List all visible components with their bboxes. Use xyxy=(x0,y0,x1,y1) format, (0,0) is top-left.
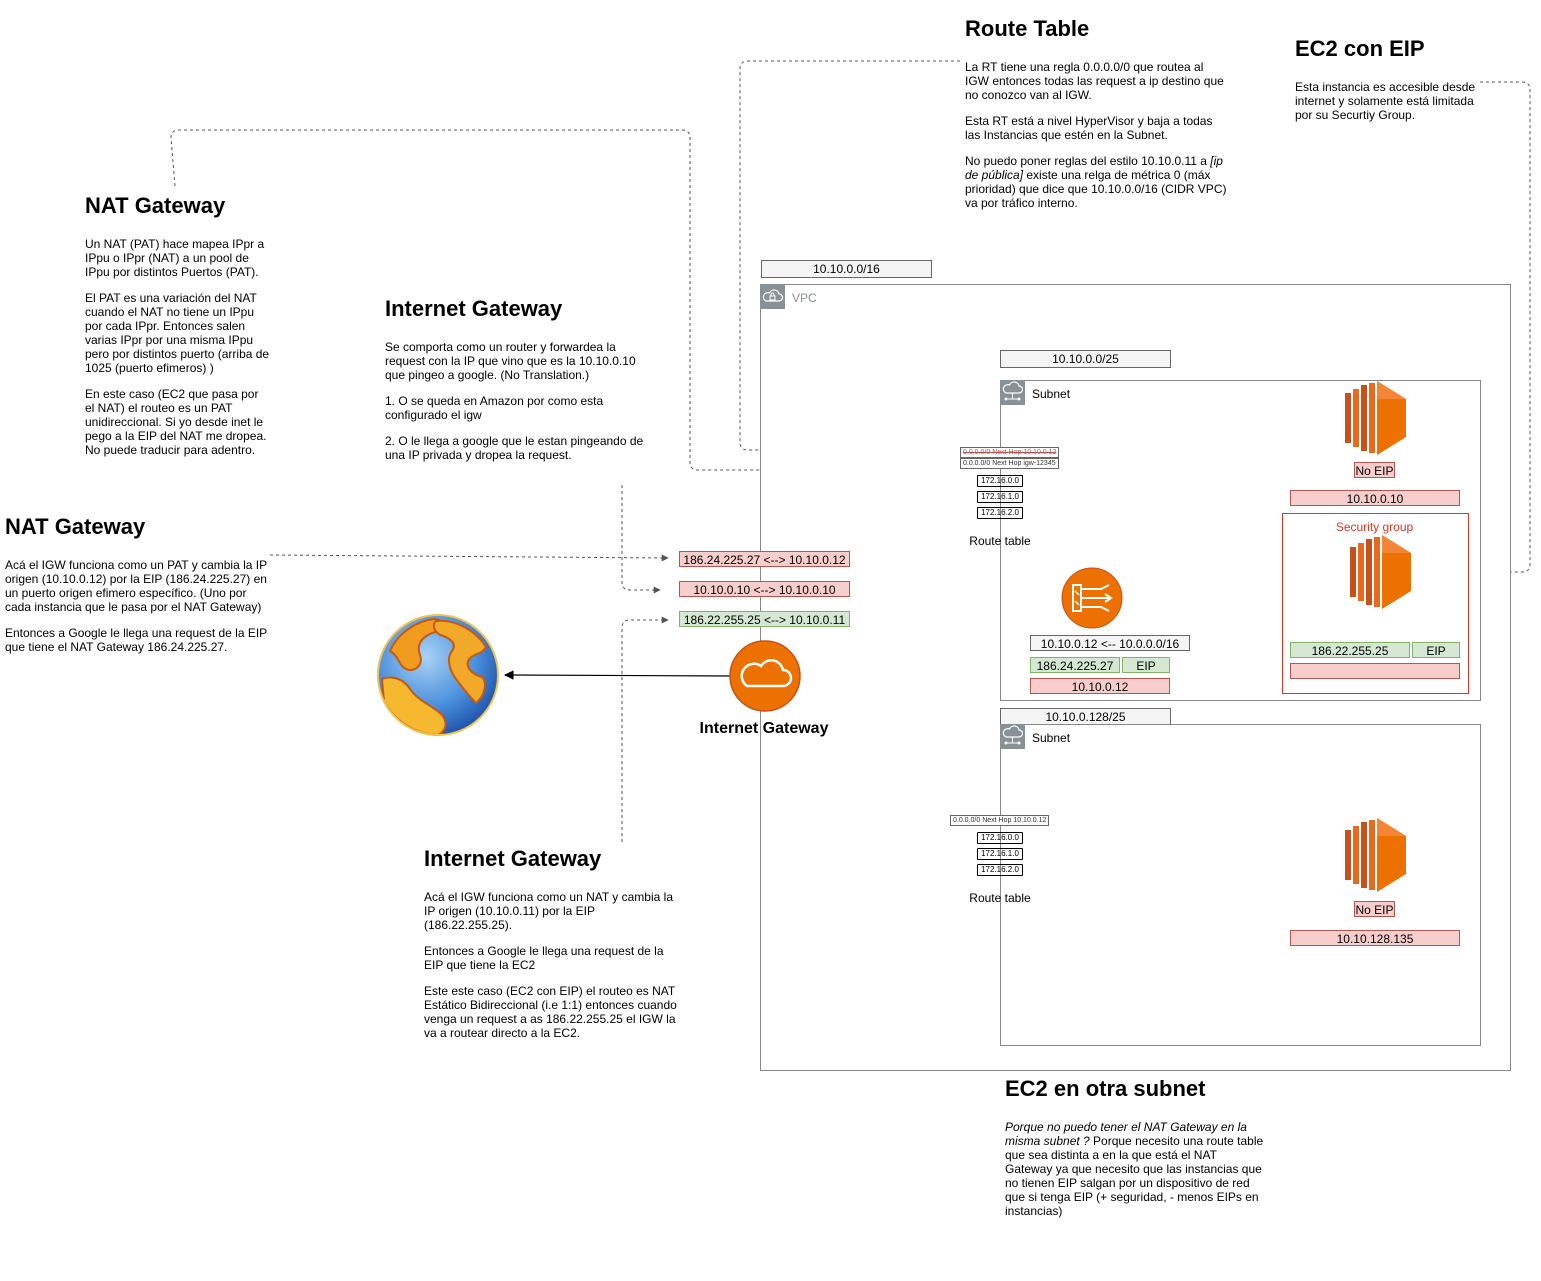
route-table-note-p3: No puedo poner reglas del estilo 10.10.0… xyxy=(965,154,1227,210)
security-group-label: Security group xyxy=(1335,520,1414,534)
public-rt-hop-new: 0.0.0.0/0 Next Hop igw-12345 xyxy=(960,458,1059,469)
internet-gateway-note-1-title: Internet Gateway xyxy=(385,296,563,321)
internet-gateway-icon xyxy=(729,640,801,717)
ec2-other-subnet-note-title: EC2 en otra subnet xyxy=(1005,1076,1206,1101)
nat-gateway-note-1: NAT Gateway Un NAT (PAT) hace mapea IPpr… xyxy=(85,193,270,469)
private-subnet-cidr: 10.10.0.128/25 xyxy=(1000,708,1171,726)
nat-gateway-note-2-p2: Entonces a Google le llega una request d… xyxy=(5,626,267,654)
nat-eip-value: 186.24.225.27 xyxy=(1030,657,1120,673)
route-table-note-p2: Esta RT está a nivel HyperVisor y baja a… xyxy=(965,114,1213,142)
private-route-table-icon: 172.16.0.0 172.16.1.0 172.16.2.0 xyxy=(977,832,1023,880)
internet-gateway-note-1-p2: 1. O se queda en Amazon por como esta co… xyxy=(385,394,604,422)
ec2-other-subnet-note-p1: Porque no puedo tener el NAT Gateway en … xyxy=(1005,1120,1264,1218)
igw-mapping-3: 186.22.255.25 <--> 10.10.0.11 xyxy=(679,611,850,627)
route-table-note: Route Table La RT tiene una regla 0.0.0.… xyxy=(965,16,1230,222)
public-route-table-icon: 172.16.0.0 172.16.1.0 172.16.2.0 xyxy=(977,475,1023,523)
ec2-private-ip: 10.10.0.10 xyxy=(1290,490,1460,506)
dashed-link-ec2-eip-note xyxy=(1411,81,1531,576)
nat-gateway-icon xyxy=(1061,567,1123,634)
public-subnet-icon xyxy=(1000,380,1025,405)
public-subnet-label: Subnet xyxy=(1032,387,1071,401)
internet-gateway-note-2-title: Internet Gateway xyxy=(424,846,602,871)
nat-eip-tag: EIP xyxy=(1122,657,1170,673)
nat-gateway-note-1-p2: El PAT es una variación del NAT cuando e… xyxy=(85,291,270,375)
vpc-label: VPC xyxy=(792,291,817,305)
internet-gateway-note-2-p2: Entonces a Google le llega una request d… xyxy=(424,944,664,972)
public-rt-row-2: 172.16.1.0 xyxy=(977,491,1023,503)
arrow-igw-to-internet xyxy=(504,670,731,680)
ec2-other-subnet-note: EC2 en otra subnet Porque no puedo tener… xyxy=(1005,1076,1267,1230)
internet-gateway-note-2-p3: Este este caso (EC2 con EIP) el routeo e… xyxy=(424,984,677,1040)
vpc-cloud-lock-icon xyxy=(760,284,785,309)
private-subnet-icon xyxy=(1000,724,1025,749)
nat-private-ip: 10.10.0.12 xyxy=(1030,678,1170,694)
nat-gateway-note-2: NAT Gateway Acá el IGW funciona como un … xyxy=(5,514,267,666)
public-rt-hop-old: 0.0.0.0/0 Next Hop 10.10.0.12 xyxy=(960,447,1060,458)
internet-gateway-label: Internet Gateway xyxy=(699,720,829,737)
nat-gateway-note-2-title: NAT Gateway xyxy=(5,514,146,539)
nat-gateway-note-1-p1: Un NAT (PAT) hace mapea IPpr a IPpu o IP… xyxy=(85,237,265,279)
ec2-eip-private-ip xyxy=(1290,663,1460,679)
ec2-eip-note-title: EC2 con EIP xyxy=(1295,36,1425,61)
dashed-link-nat-note-2 xyxy=(269,554,669,562)
private-rt-row-2: 172.16.1.0 xyxy=(977,848,1023,860)
nat-gateway-note-1-title: NAT Gateway xyxy=(85,193,226,218)
ec2-no-eip-badge: No EIP xyxy=(1354,462,1395,478)
route-table-note-p1: La RT tiene una regla 0.0.0.0/0 que rout… xyxy=(965,60,1224,102)
ec2-private-ip-value: 10.10.128.135 xyxy=(1290,930,1460,946)
public-rt-row-1: 172.16.0.0 xyxy=(977,475,1023,487)
route-table-note-title: Route Table xyxy=(965,16,1090,41)
private-subnet-container xyxy=(1000,724,1481,1046)
internet-gateway-note-2-p1: Acá el IGW funciona como un NAT y cambia… xyxy=(424,890,673,932)
internet-gateway-note-1: Internet Gateway Se comporta como un rou… xyxy=(385,296,647,474)
internet-gateway-note-1-p1: Se comporta como un router y forwardea l… xyxy=(385,340,636,382)
ec2-private-instance-icon xyxy=(1345,818,1407,897)
public-route-table-label: Route table xyxy=(969,534,1031,548)
private-rt-row-1: 172.16.0.0 xyxy=(977,832,1023,844)
private-rt-hop: 0.0.0.0/0 Next Hop 10.10.0.12 xyxy=(950,815,1050,826)
security-group-container xyxy=(1282,513,1469,694)
nat-translation: 10.10.0.12 <-- 10.0.0.0/16 xyxy=(1030,635,1190,651)
igw-mapping-1: 186.24.225.27 <--> 10.10.0.12 xyxy=(679,551,850,567)
public-rt-row-3: 172.16.2.0 xyxy=(977,507,1023,519)
ec2-eip-note-p1: Esta instancia es accesible desde intern… xyxy=(1295,80,1476,122)
ec2-eip-tag: EIP xyxy=(1412,642,1460,658)
ec2-instance-icon xyxy=(1345,381,1407,460)
internet-gateway-note-2: Internet Gateway Acá el IGW funciona com… xyxy=(424,846,682,1052)
public-subnet-cidr: 10.10.0.0/25 xyxy=(1000,350,1171,368)
ec2-private-no-eip-badge: No EIP xyxy=(1354,901,1395,917)
vpc-cidr: 10.10.0.0/16 xyxy=(761,260,932,278)
igw-mapping-2: 10.10.0.10 <--> 10.10.0.10 xyxy=(679,581,850,597)
dashed-link-igw-note-2 xyxy=(621,616,669,842)
internet-globe-icon xyxy=(376,613,500,742)
private-rt-row-3: 172.16.2.0 xyxy=(977,864,1023,876)
dashed-link-igw-note-1 xyxy=(621,485,661,594)
ec2-eip-note: EC2 con EIP Esta instancia es accesible … xyxy=(1295,36,1480,134)
internet-gateway-note-1-p3: 2. O le llega a google que le estan ping… xyxy=(385,434,644,462)
private-route-table-label: Route table xyxy=(969,891,1031,905)
ec2-eip-value: 186.22.255.25 xyxy=(1290,642,1410,658)
nat-gateway-note-1-p3: En este caso (EC2 que pasa por el NAT) e… xyxy=(85,387,267,457)
private-subnet-label: Subnet xyxy=(1032,731,1071,745)
nat-gateway-note-2-p1: Acá el IGW funciona como un PAT y cambia… xyxy=(5,558,267,614)
ec2-eip-instance-icon xyxy=(1350,535,1412,614)
